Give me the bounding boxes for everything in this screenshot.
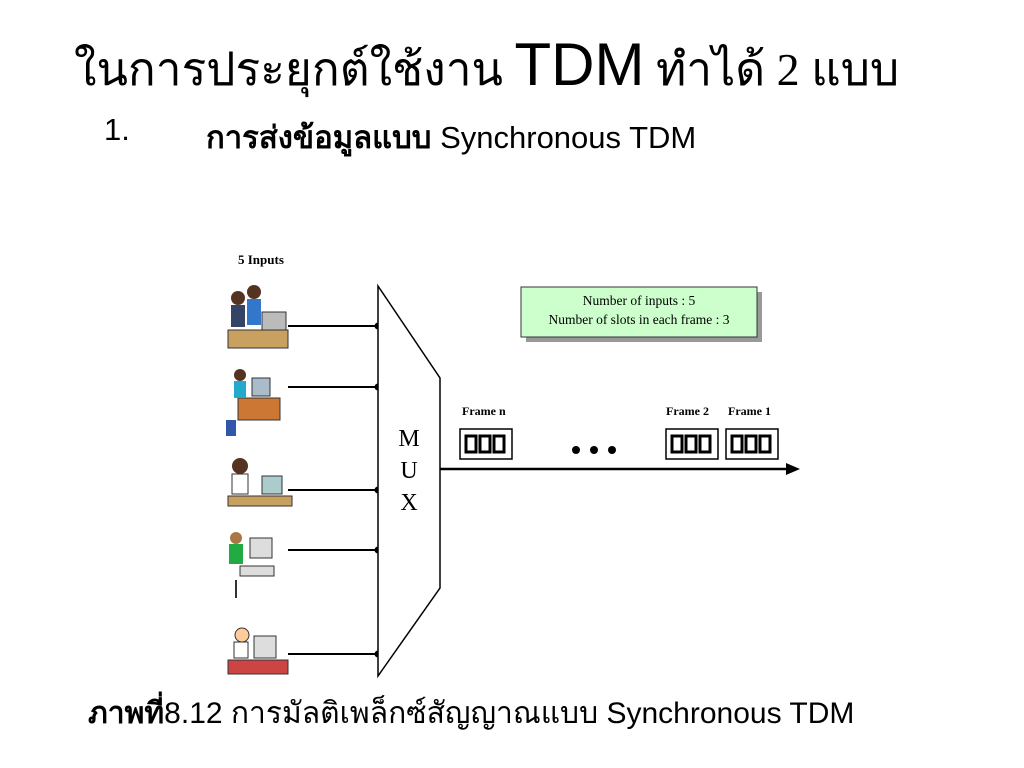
subtitle-text: การส่งข้อมูลแบบ Synchronous TDM — [206, 112, 696, 162]
frame-slot — [758, 434, 772, 454]
ellipsis-dot-1 — [572, 446, 580, 454]
frame-box — [725, 428, 779, 460]
input-workstation-icon-2 — [226, 369, 281, 436]
subtitle-bold: การส่งข้อมูลแบบ — [206, 120, 432, 155]
frames-group — [459, 428, 779, 460]
ellipsis-dot-2 — [590, 446, 598, 454]
slide-title: ในการประยุกต์ใช้งาน TDM ทำได้ 2 แบบ — [74, 30, 899, 106]
caption-bold: ภาพที่ — [88, 697, 165, 730]
frame-slot — [684, 434, 698, 454]
input-lines — [288, 322, 382, 658]
subtitle-number: 1. — [104, 112, 130, 147]
frame-n-label: Frame n — [462, 404, 506, 418]
frame-2-label: Frame 2 — [666, 404, 709, 418]
title-prefix: ในการประยุกต์ใช้งาน — [74, 44, 515, 95]
frame-box — [459, 428, 513, 460]
frame-1-label: Frame 1 — [728, 404, 771, 418]
title-suffix: ทำได้ 2 แบบ — [644, 44, 900, 95]
input-workstation-icon-4 — [229, 532, 275, 598]
subtitle-rest: Synchronous TDM — [431, 120, 697, 155]
info-box-line-2: Number of slots in each frame : 3 — [548, 312, 729, 327]
title-tdm: TDM — [514, 31, 645, 98]
ellipsis-dot-3 — [608, 446, 616, 454]
output-arrowhead-icon — [786, 463, 800, 475]
info-box-line-1: Number of inputs : 5 — [583, 293, 696, 308]
info-box — [520, 286, 758, 338]
input-workstation-icon-5 — [227, 627, 289, 675]
frame-box — [665, 428, 719, 460]
mux-letter-x: X — [400, 490, 417, 516]
frame-slot — [492, 434, 506, 454]
caption-rest: 8.12 การมัลติเพล็กซ์สัญญาณแบบ Synchronou… — [164, 697, 855, 730]
frame-slot — [478, 434, 492, 454]
mux-letter-u: U — [400, 458, 417, 484]
frame-slot — [730, 434, 744, 454]
frame-slot — [698, 434, 712, 454]
frame-slot — [464, 434, 478, 454]
mux-letter-m: M — [398, 426, 419, 452]
mux-block — [377, 283, 441, 679]
inputs-label: 5 Inputs — [238, 252, 284, 267]
frame-slot — [744, 434, 758, 454]
frame-slot — [670, 434, 684, 454]
figure-caption: ภาพที่8.12 การมัลติเพล็กซ์สัญญาณแบบ Sync… — [88, 690, 854, 737]
input-workstation-icon-1 — [227, 285, 289, 349]
input-workstation-icon-3 — [227, 458, 293, 507]
